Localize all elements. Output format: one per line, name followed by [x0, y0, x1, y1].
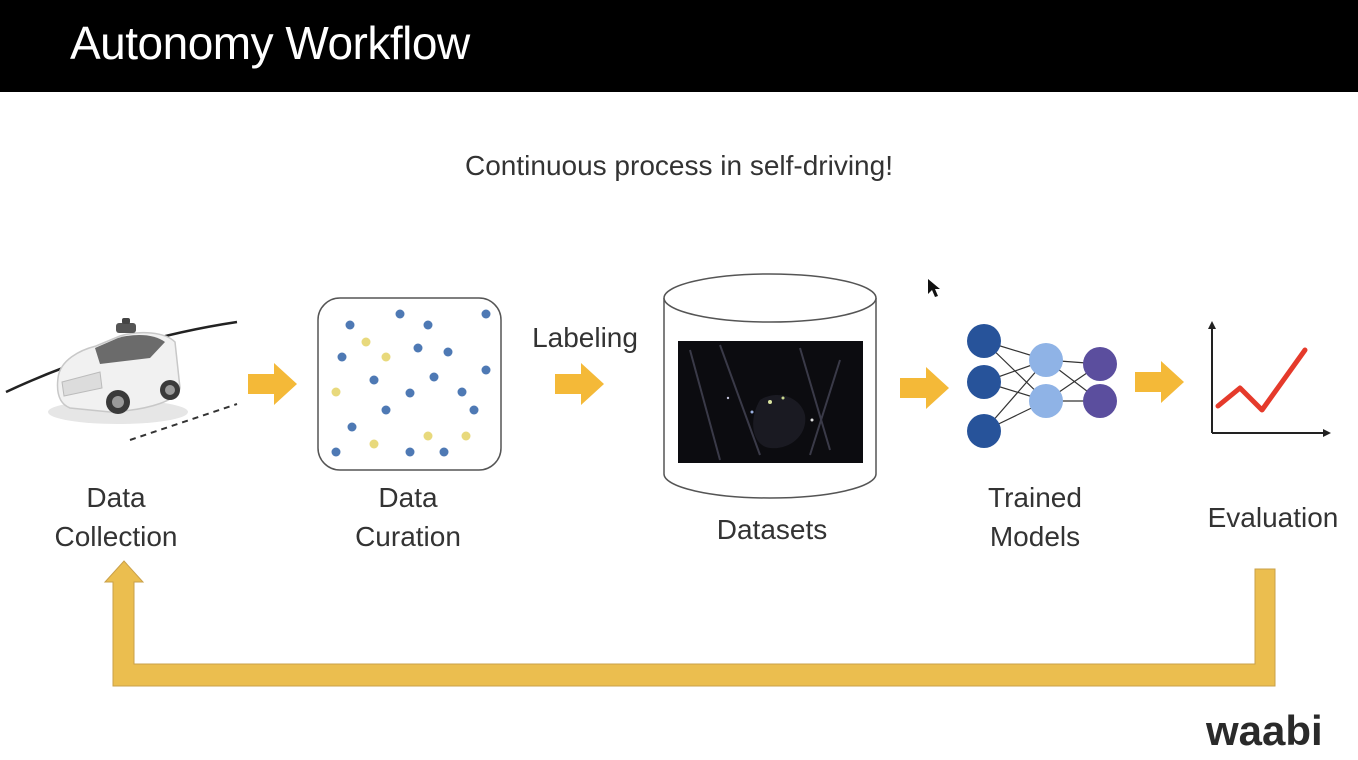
- neural-network-icon: [967, 324, 1117, 448]
- flow-arrow-2: [555, 363, 604, 405]
- scatter-dots-icon: [317, 297, 502, 471]
- mouse-pointer-icon: [928, 279, 940, 297]
- slide-title: Autonomy Workflow: [70, 17, 470, 69]
- stage-label-curation: Data Curation: [355, 482, 461, 552]
- waabi-logo: waabi: [1205, 707, 1323, 754]
- stage-label-collection: Data Collection: [54, 482, 178, 552]
- database-cylinder-icon: [663, 273, 877, 499]
- stage-label-datasets: Datasets: [716, 514, 828, 545]
- car-icon: [5, 318, 238, 441]
- transition-label-labeling: Labeling: [532, 322, 638, 353]
- flow-arrow-4: [1135, 361, 1184, 403]
- stage-label-models: Trained Models: [988, 482, 1082, 552]
- title-bar: [0, 0, 1358, 92]
- stage-label-evaluation: Evaluation: [1207, 502, 1339, 533]
- flow-arrow-3: [900, 367, 949, 409]
- slide-subtitle: Continuous process in self-driving!: [465, 150, 893, 181]
- feedback-loop-arrow: [103, 560, 1276, 687]
- flow-arrow-1: [248, 363, 297, 405]
- line-chart-icon: [1208, 321, 1331, 437]
